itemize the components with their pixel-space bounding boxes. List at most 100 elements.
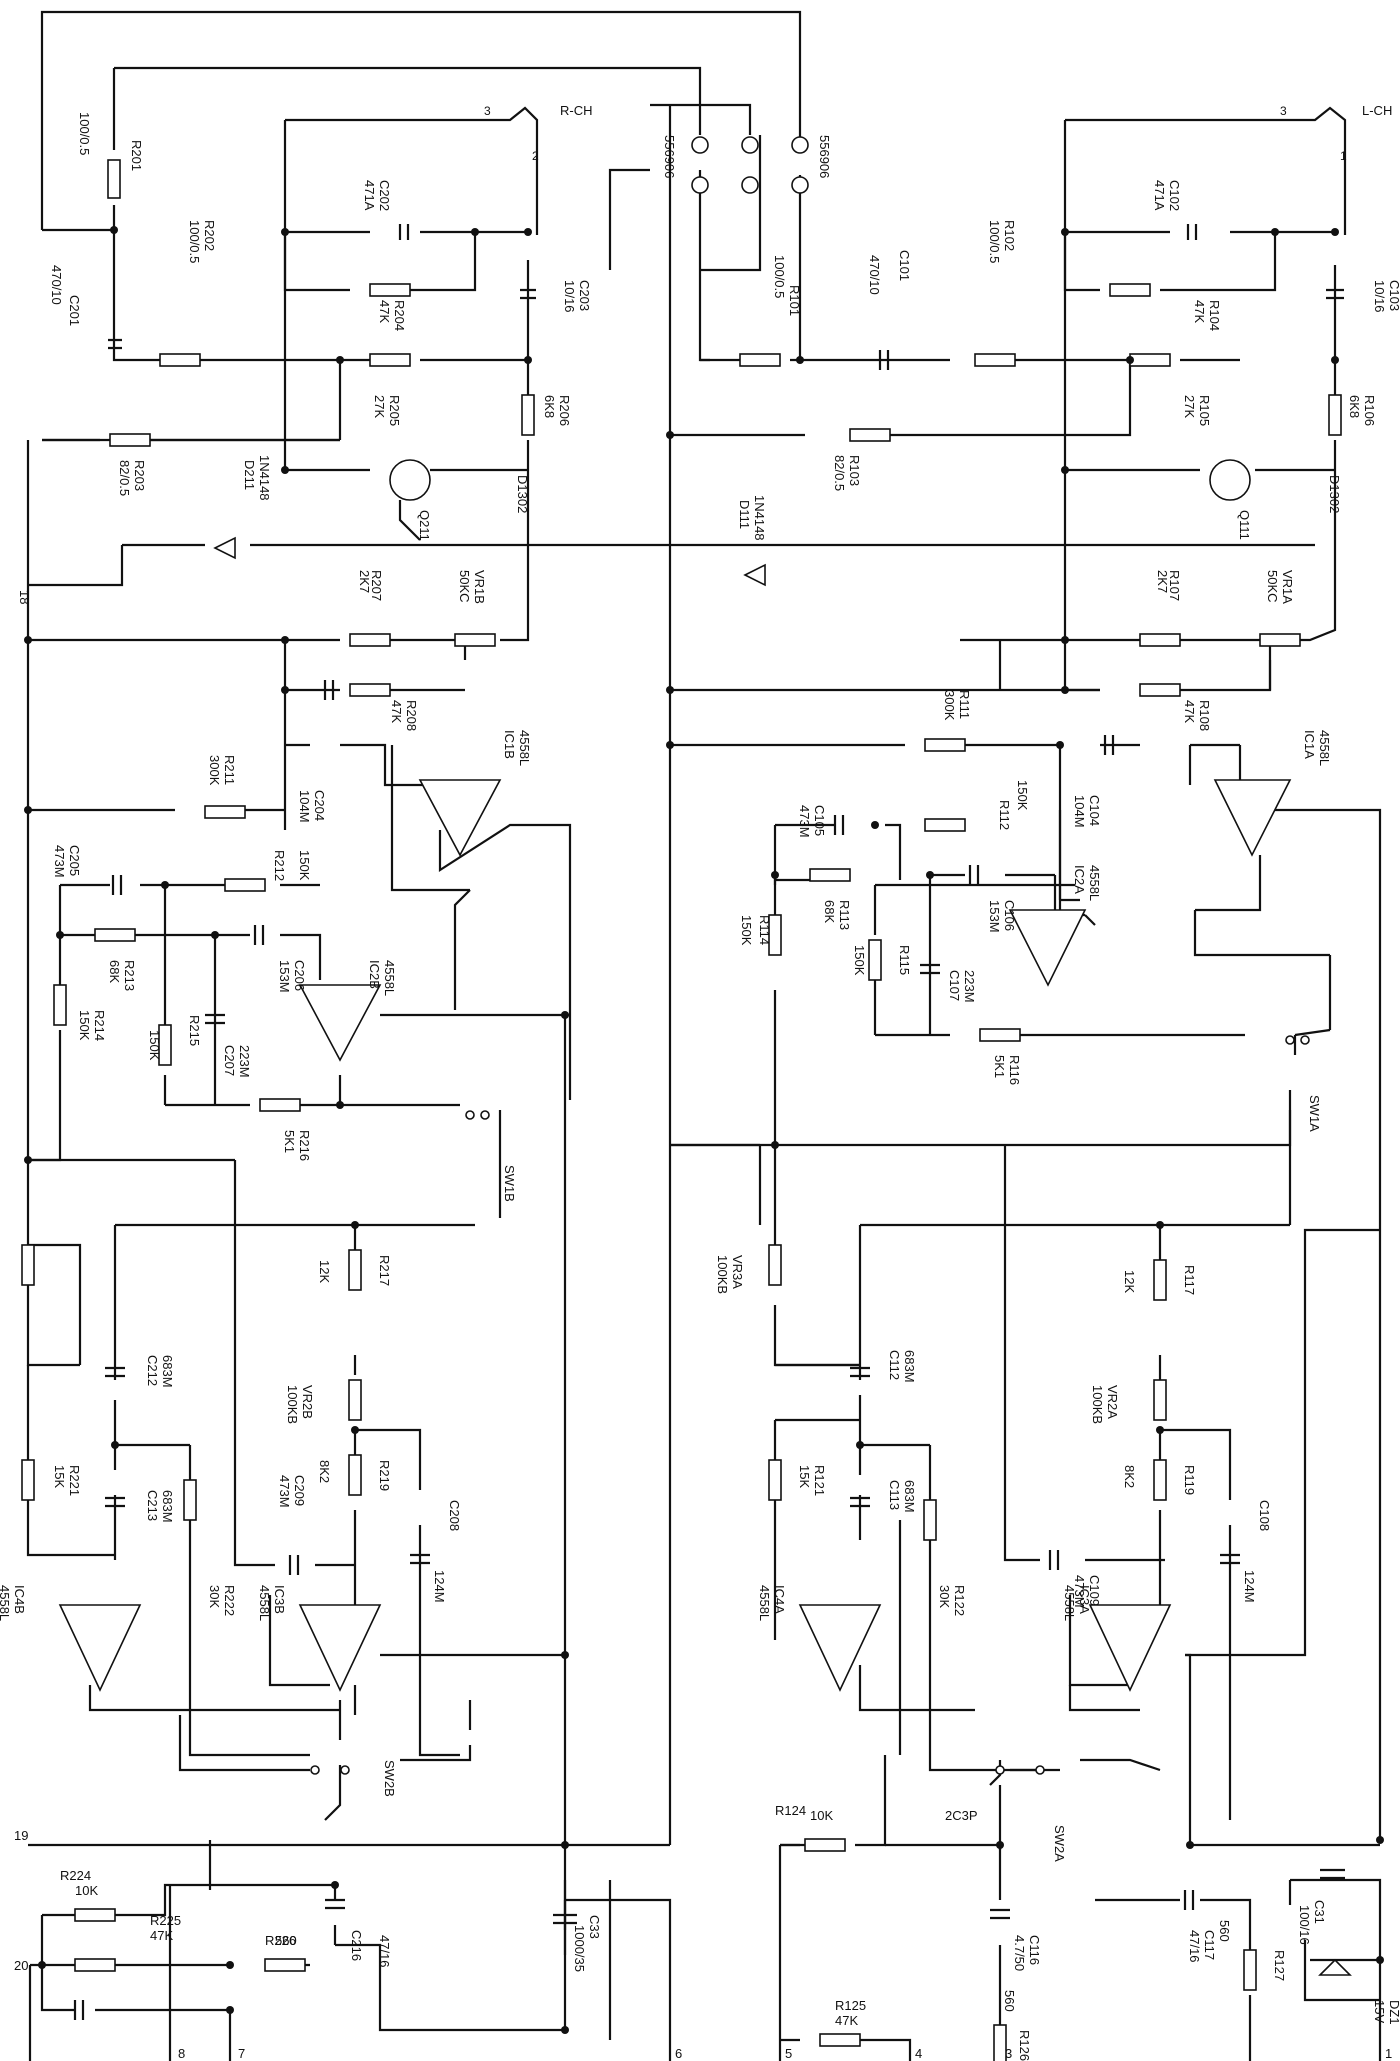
- value-R222: 30K: [207, 1585, 222, 1608]
- label-R225: R225: [150, 1913, 181, 1928]
- label-R105: R105: [1197, 395, 1212, 426]
- label-VR2B: VR2B: [300, 1385, 315, 1419]
- value-R101: 100/0.5: [772, 255, 787, 298]
- label-R116: R116: [1007, 1055, 1022, 1085]
- value-C207: 223M: [237, 1045, 252, 1078]
- value-R224: 10K: [75, 1883, 98, 1898]
- label-R221: R221: [67, 1465, 82, 1496]
- label-R111: R111: [957, 690, 972, 719]
- value-VR2A: 100KB: [1090, 1385, 1105, 1424]
- edge-label-3: 3: [1005, 2046, 1012, 2061]
- label-D111: D111: [737, 500, 752, 529]
- value-R221: 15K: [52, 1465, 67, 1488]
- label-C103: C103: [1387, 280, 1400, 311]
- edge-label-5: 5: [785, 2046, 792, 2061]
- label-header-right: 556906: [817, 135, 832, 178]
- label-R122: R122: [952, 1585, 967, 1616]
- part-IC1A: 4558L: [1317, 730, 1332, 766]
- label-R202: R202: [202, 220, 217, 251]
- label-C206: C206: [292, 960, 307, 991]
- label-C216: C216: [349, 1930, 364, 1961]
- value-R117: 12K: [1122, 1270, 1137, 1293]
- value-R119: 8K2: [1122, 1465, 1137, 1488]
- value-R105: 27K: [1182, 395, 1197, 418]
- junction-dots: [24, 226, 1384, 2034]
- edge-label-19: 19: [14, 1828, 28, 1843]
- value-C33: 1000/35: [572, 1925, 587, 1972]
- label-R101: R101: [787, 285, 802, 316]
- capacitor-symbols: [73, 224, 1345, 2020]
- value-C212: 683M: [160, 1355, 175, 1388]
- label-R103: R103: [847, 455, 862, 486]
- label-C33: C33: [587, 1915, 602, 1939]
- label-C205: C205: [67, 845, 82, 876]
- label-C107: C107: [947, 970, 962, 1001]
- label-R121: R121: [812, 1465, 827, 1496]
- label-R204: R204: [392, 300, 407, 331]
- value-C104: 104M: [1072, 795, 1087, 828]
- value-R203: 82/0.5: [117, 460, 132, 496]
- value-R214: 150K: [77, 1010, 92, 1041]
- value-C203: 10/16: [562, 280, 577, 313]
- label-R104: R104: [1207, 300, 1222, 331]
- label-C106: C106: [1002, 900, 1017, 931]
- part-IC4A: 4558L: [757, 1585, 772, 1621]
- label-C116: C116: [1027, 1935, 1042, 1965]
- opamps: [58, 779, 1292, 1692]
- value-R215: 150K: [147, 1030, 162, 1061]
- value-R122: 30K: [937, 1585, 952, 1608]
- label-R211: R211: [222, 755, 237, 785]
- value-R107: 2K7: [1155, 570, 1170, 593]
- value-R226: 560: [275, 1933, 297, 1948]
- label-R208: R208: [404, 700, 419, 731]
- label-C209: C209: [292, 1475, 307, 1506]
- svg-text:3: 3: [1280, 104, 1287, 118]
- value-C113: 683M: [902, 1480, 917, 1513]
- edge-label-1: 1: [1385, 2046, 1392, 2061]
- value-C216: 47/16: [377, 1935, 392, 1968]
- label-R207: R207: [369, 570, 384, 601]
- value-R114: 150K: [739, 915, 754, 946]
- label-R217: R217: [377, 1255, 392, 1286]
- label-C213: C213: [145, 1490, 160, 1521]
- value-C206: 153M: [277, 960, 292, 993]
- part-D111: 1N4148: [752, 495, 767, 541]
- label-R201: R201: [129, 140, 144, 171]
- label-R224: R224: [60, 1868, 91, 1883]
- label-C207: C207: [222, 1045, 237, 1076]
- value-R217: 12K: [317, 1260, 332, 1283]
- value-VR1A: 50KC: [1265, 570, 1280, 603]
- value-C208: 124M: [432, 1570, 447, 1603]
- label-R212: R212: [272, 850, 287, 881]
- value-C31: 100/16: [1297, 1905, 1312, 1945]
- edge-label-20: 20: [14, 1958, 28, 1973]
- value-R206: 6K8: [542, 395, 557, 418]
- value-R204: 47K: [377, 300, 392, 323]
- label-VR1A: VR1A: [1280, 570, 1295, 604]
- label-VR3A: VR3A: [730, 1255, 745, 1289]
- label-C104: C104: [1087, 795, 1102, 826]
- label-R106: R106: [1362, 395, 1377, 426]
- value-C213: 683M: [160, 1490, 175, 1523]
- label-R126: R126: [1017, 2030, 1032, 2061]
- connector-pads: [691, 136, 809, 194]
- value-R113: 68K: [822, 900, 837, 923]
- label-R117: R117: [1182, 1265, 1197, 1295]
- label-R214: R214: [92, 1010, 107, 1041]
- part-IC2B: 4558L: [382, 960, 397, 996]
- label-R222: R222: [222, 1585, 237, 1616]
- label-R124: R124: [775, 1803, 806, 1818]
- part-Q111: D1302: [1327, 475, 1342, 513]
- edge-label-18: 18: [17, 590, 32, 604]
- value-R205: 27K: [372, 395, 387, 418]
- potentiometers: [21, 633, 1301, 1421]
- label-R102: R102: [1002, 220, 1017, 251]
- label-R108: R108: [1197, 700, 1212, 731]
- part-DZ1: 15V: [1372, 2000, 1387, 2023]
- value-VR3A: 100KB: [715, 1255, 730, 1294]
- value-R106: 6K8: [1347, 395, 1362, 418]
- label-C105: C105: [812, 805, 827, 836]
- value-R124: 10K: [810, 1808, 833, 1823]
- value-R212: 150K: [297, 850, 312, 881]
- svg-text:3: 3: [484, 104, 491, 118]
